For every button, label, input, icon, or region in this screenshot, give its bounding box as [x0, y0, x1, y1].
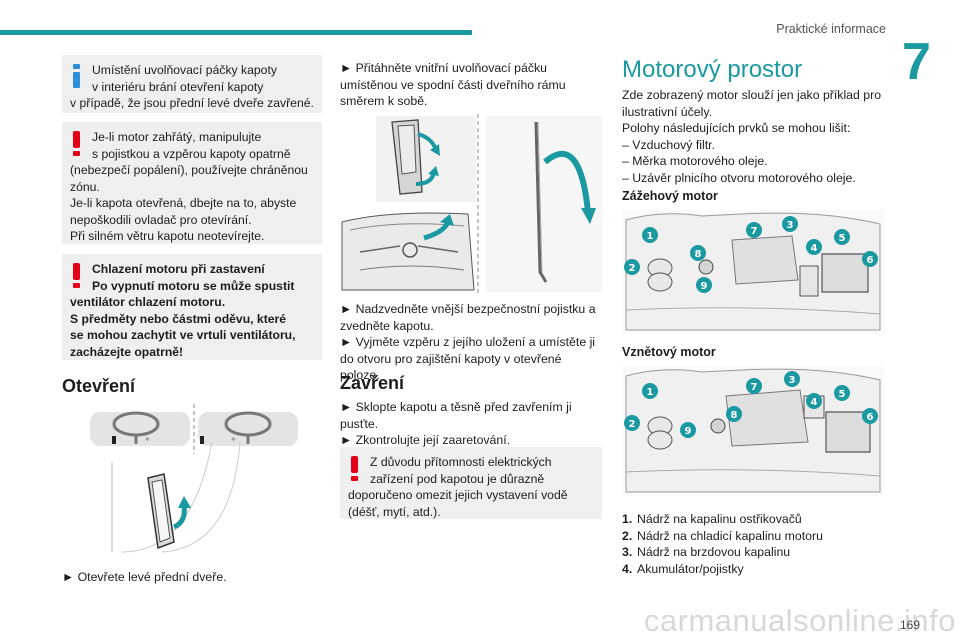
intro-text: – Vzduchový filtr. [622, 137, 715, 152]
note-text: (nebezpečí popálení), používejte chráněn… [70, 163, 308, 177]
step-text: do otvoru pro zajištění kapoty v otevřen… [340, 351, 562, 383]
callout-9: 9 [685, 426, 692, 437]
note-text: Při silném větru kapotu neotevírejte. [70, 229, 265, 243]
chapter-number: 7 [902, 33, 931, 91]
header-title: Praktické informace [776, 22, 886, 36]
step-text: umístěnou ve spodní části dveřního rámu [340, 77, 566, 92]
note-text: Je-li motor zahřátý, manipulujte [92, 130, 262, 144]
callout-8: 8 [731, 410, 738, 421]
intro-text: – Uzávěr plnicího otvoru motorového olej… [622, 170, 856, 185]
callout-3: 3 [787, 220, 794, 231]
step-pull-lever: ► Přitáhněte vnitřní uvolňovací páčku um… [340, 60, 604, 110]
callout-1: 1 [647, 387, 654, 398]
note-text: zařízení pod kapotou je důrazně [370, 471, 545, 486]
step-text: směrem k sobě. [340, 94, 428, 108]
callout-4: 4 [811, 243, 818, 254]
list-item: 4.Akumulátor/pojistky [622, 561, 744, 576]
step-text: ► Sklopte kapotu a těsně před zavřením j… [340, 400, 572, 414]
step-text: zvedněte kapotu. [340, 318, 434, 333]
page-number: 169 [899, 618, 920, 632]
callout-5: 5 [839, 389, 846, 400]
info-note: Umístění uvolňovací páčky kapoty v inter… [62, 55, 322, 113]
note-text: v interiéru brání otevření kapoty [92, 79, 264, 94]
callout-3: 3 [789, 375, 796, 386]
warning-note: Je-li motor zahřátý, manipulujte s pojis… [62, 122, 322, 244]
list-item: 1.Nádrž na kapalinu ostřikovačů [622, 512, 802, 526]
diesel-engine-illustration: 1 2 3 4 5 6 7 8 9 [622, 366, 884, 496]
callout-6: 6 [867, 412, 874, 423]
hood-open-illustration [341, 114, 602, 294]
intro-text: ilustrativní účely. [622, 104, 712, 119]
step-lift-hood: ► Nadzvedněte vnější bezpečnostní pojist… [340, 301, 604, 384]
subheading-petrol: Zážehový motor [622, 189, 718, 203]
warning-icon [351, 456, 358, 481]
note-text: doporučeno omezit jejich vystavení vodě [348, 488, 568, 502]
note-text: zónu. [70, 179, 100, 194]
subheading-diesel: Vznětový motor [622, 345, 716, 359]
intro-text: – Měrka motorového oleje. [622, 154, 768, 168]
intro-text: Polohy následujících prvků se mohou liši… [622, 121, 851, 135]
intro-text: Zde zobrazený motor slouží jen jako přík… [622, 88, 882, 102]
callout-7: 7 [751, 226, 758, 237]
callout-2: 2 [629, 263, 636, 274]
warning-icon [73, 263, 80, 288]
warning-note-water: Z důvodu přítomnosti elektrických zaříze… [340, 447, 602, 519]
header-accent-bar [0, 30, 472, 35]
warning-note-fan: Chlazení motoru při zastavení Po vypnutí… [62, 254, 322, 360]
note-text: S předměty nebo částmi oděvu, které [70, 311, 287, 326]
note-text: nepoškodili ovladač pro otevírání. [70, 212, 252, 227]
svg-text:✦: ✦ [230, 435, 237, 444]
step-text: ► Nadzvedněte vnější bezpečnostní pojist… [340, 302, 596, 316]
door-open-illustration: ✦ ✦ [90, 404, 298, 553]
note-text: Umístění uvolňovací páčky kapoty [92, 63, 277, 77]
callout-2: 2 [629, 419, 636, 430]
note-text: se mohou zachytit ve vrtuli ventilátoru, [70, 328, 296, 342]
list-item: 3.Nádrž na brzdovou kapalinu [622, 545, 791, 559]
section-heading-opening: Otevření [62, 376, 136, 396]
step-text: ► Zkontrolujte její zaaretování. [340, 433, 511, 447]
note-text: zacházejte opatrně! [70, 344, 184, 359]
list-item: 2.Nádrž na chladicí kapalinu motoru [622, 528, 823, 543]
callout-6: 6 [867, 255, 874, 266]
note-text: Chlazení motoru při zastavení [92, 262, 265, 276]
note-text: ventilátor chlazení motoru. [70, 295, 226, 309]
note-text: Je-li kapota otevřená, dbejte na to, aby… [70, 196, 297, 210]
callout-1: 1 [647, 231, 654, 242]
note-text: v případě, že jsou přední levé dveře zav… [70, 96, 314, 110]
callout-4: 4 [811, 397, 818, 408]
note-text: Z důvodu přítomnosti elektrických [370, 455, 552, 469]
watermark: carmanualsonline.info [643, 603, 956, 638]
component-list: 1.Nádrž na kapalinu ostřikovačů 2.Nádrž … [622, 511, 884, 577]
callout-5: 5 [839, 233, 846, 244]
engine-intro: Zde zobrazený motor slouží jen jako přík… [622, 87, 886, 186]
callout-8: 8 [695, 249, 702, 260]
section-heading-closing: Zavření [340, 373, 405, 393]
note-text: s pojistkou a vzpěrou kapoty opatrně [92, 146, 291, 161]
warning-icon [73, 131, 80, 156]
petrol-engine-illustration: 1 2 3 4 5 6 7 8 9 [622, 210, 884, 334]
callout-7: 7 [751, 382, 758, 393]
step-text: pusťte. [340, 416, 379, 431]
callout-9: 9 [701, 281, 708, 292]
info-icon [73, 64, 80, 88]
svg-text:✦: ✦ [144, 435, 151, 444]
step-close-hood: ► Sklopte kapotu a těsně před zavřením j… [340, 399, 604, 449]
step-open-door: ► Otevřete levé přední dveře. [62, 570, 227, 584]
step-text: ► Přitáhněte vnitřní uvolňovací páčku [340, 61, 547, 75]
note-text: Po vypnutí motoru se může spustit [92, 278, 295, 293]
step-text: ► Vyjměte vzpěru z jejího uložení a umís… [340, 335, 596, 349]
section-heading-engine: Motorový prostor [622, 56, 803, 83]
note-text: (déšť, mytí, atd.). [348, 504, 441, 519]
